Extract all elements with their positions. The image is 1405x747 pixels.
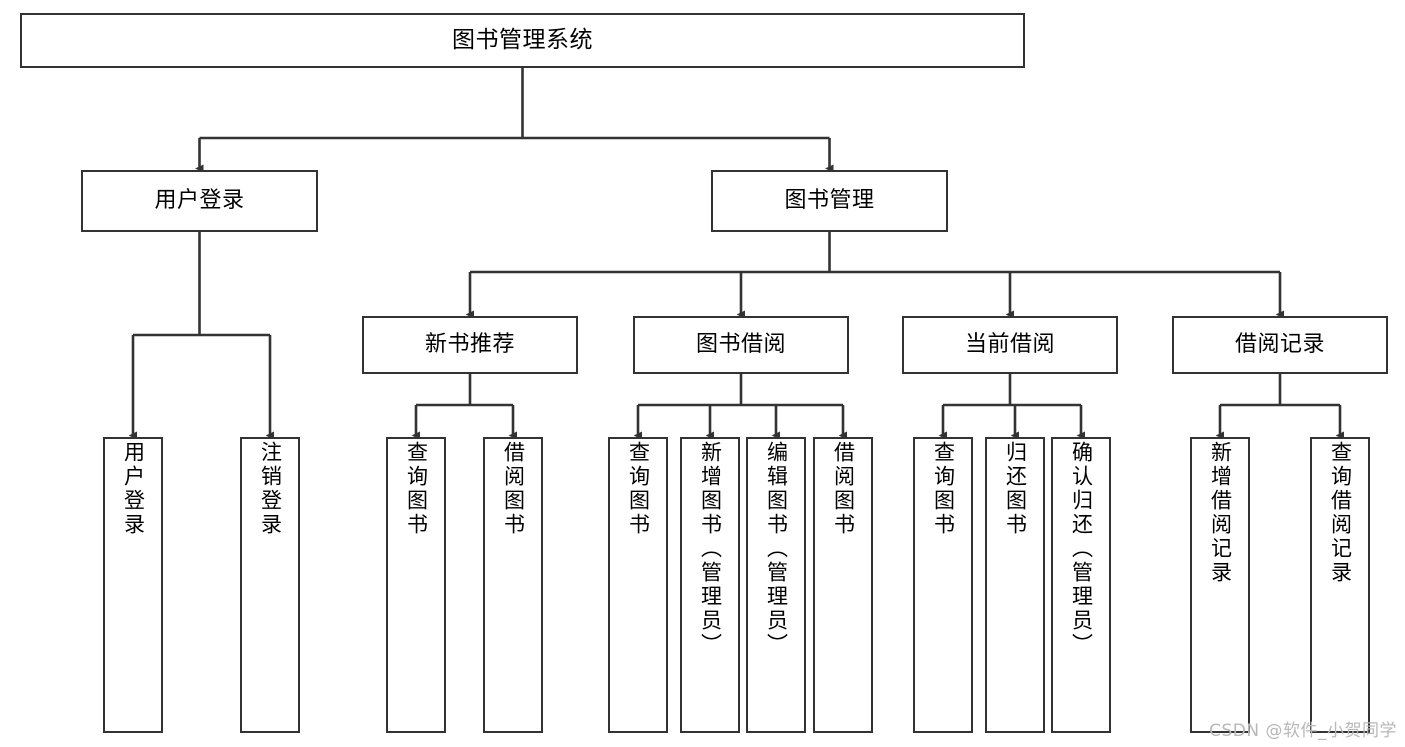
node-label: 查询图书 [404,441,429,537]
node-leaf-bk-query[interactable]: 查询图书 [608,437,668,733]
node-leaf-bk-add[interactable]: 新增图书（管理员） [680,437,740,733]
node-label: 新增借阅记录 [1208,441,1233,585]
node-label: 注销登录 [258,441,283,537]
node-login[interactable]: 用户登录 [81,170,318,232]
node-leaf-cur-return[interactable]: 归还图书 [985,437,1045,733]
node-leaf-cur-confirm[interactable]: 确认归还（管理员） [1051,437,1111,733]
node-label: 查询图书 [626,441,651,537]
node-label: 图书借阅 [695,331,786,357]
node-leaf-bk-borrow[interactable]: 借阅图书 [813,437,873,733]
node-label: 借阅图书 [501,441,526,537]
node-leaf-rec-query[interactable]: 查询借阅记录 [1310,437,1370,733]
node-label: 当前借阅 [964,331,1055,357]
node-leaf-rec-add[interactable]: 新增借阅记录 [1190,437,1250,733]
node-label: 用户登录 [121,441,146,537]
watermark-text: CSDN @软件_小贺同学 [1209,721,1397,741]
node-root[interactable]: 图书管理系统 [20,13,1025,68]
node-label: 查询借阅记录 [1328,441,1353,585]
node-bookmgmt[interactable]: 图书管理 [711,170,948,232]
node-leaf-user-logout[interactable]: 注销登录 [240,437,300,733]
node-label: 新书推荐 [424,331,515,357]
node-records[interactable]: 借阅记录 [1172,316,1388,374]
node-label: 编辑图书（管理员） [764,441,789,657]
node-label: 查询图书 [931,441,956,537]
node-label: 新增图书（管理员） [698,441,723,657]
node-label: 图书管理 [784,187,875,213]
node-leaf-nb-query[interactable]: 查询图书 [386,437,446,733]
node-label: 归还图书 [1003,441,1028,537]
node-newbooks[interactable]: 新书推荐 [362,316,578,374]
node-current[interactable]: 当前借阅 [902,316,1118,374]
node-label: 借阅记录 [1234,331,1325,357]
node-leaf-nb-borrow[interactable]: 借阅图书 [483,437,543,733]
node-leaf-cur-query[interactable]: 查询图书 [913,437,973,733]
node-borrow[interactable]: 图书借阅 [633,316,849,374]
node-label: 图书管理系统 [452,26,593,53]
node-label: 用户登录 [154,187,245,213]
node-label: 确认归还（管理员） [1069,441,1094,657]
node-leaf-user-login[interactable]: 用户登录 [103,437,163,733]
node-label: 借阅图书 [831,441,856,537]
node-leaf-bk-edit[interactable]: 编辑图书（管理员） [746,437,806,733]
